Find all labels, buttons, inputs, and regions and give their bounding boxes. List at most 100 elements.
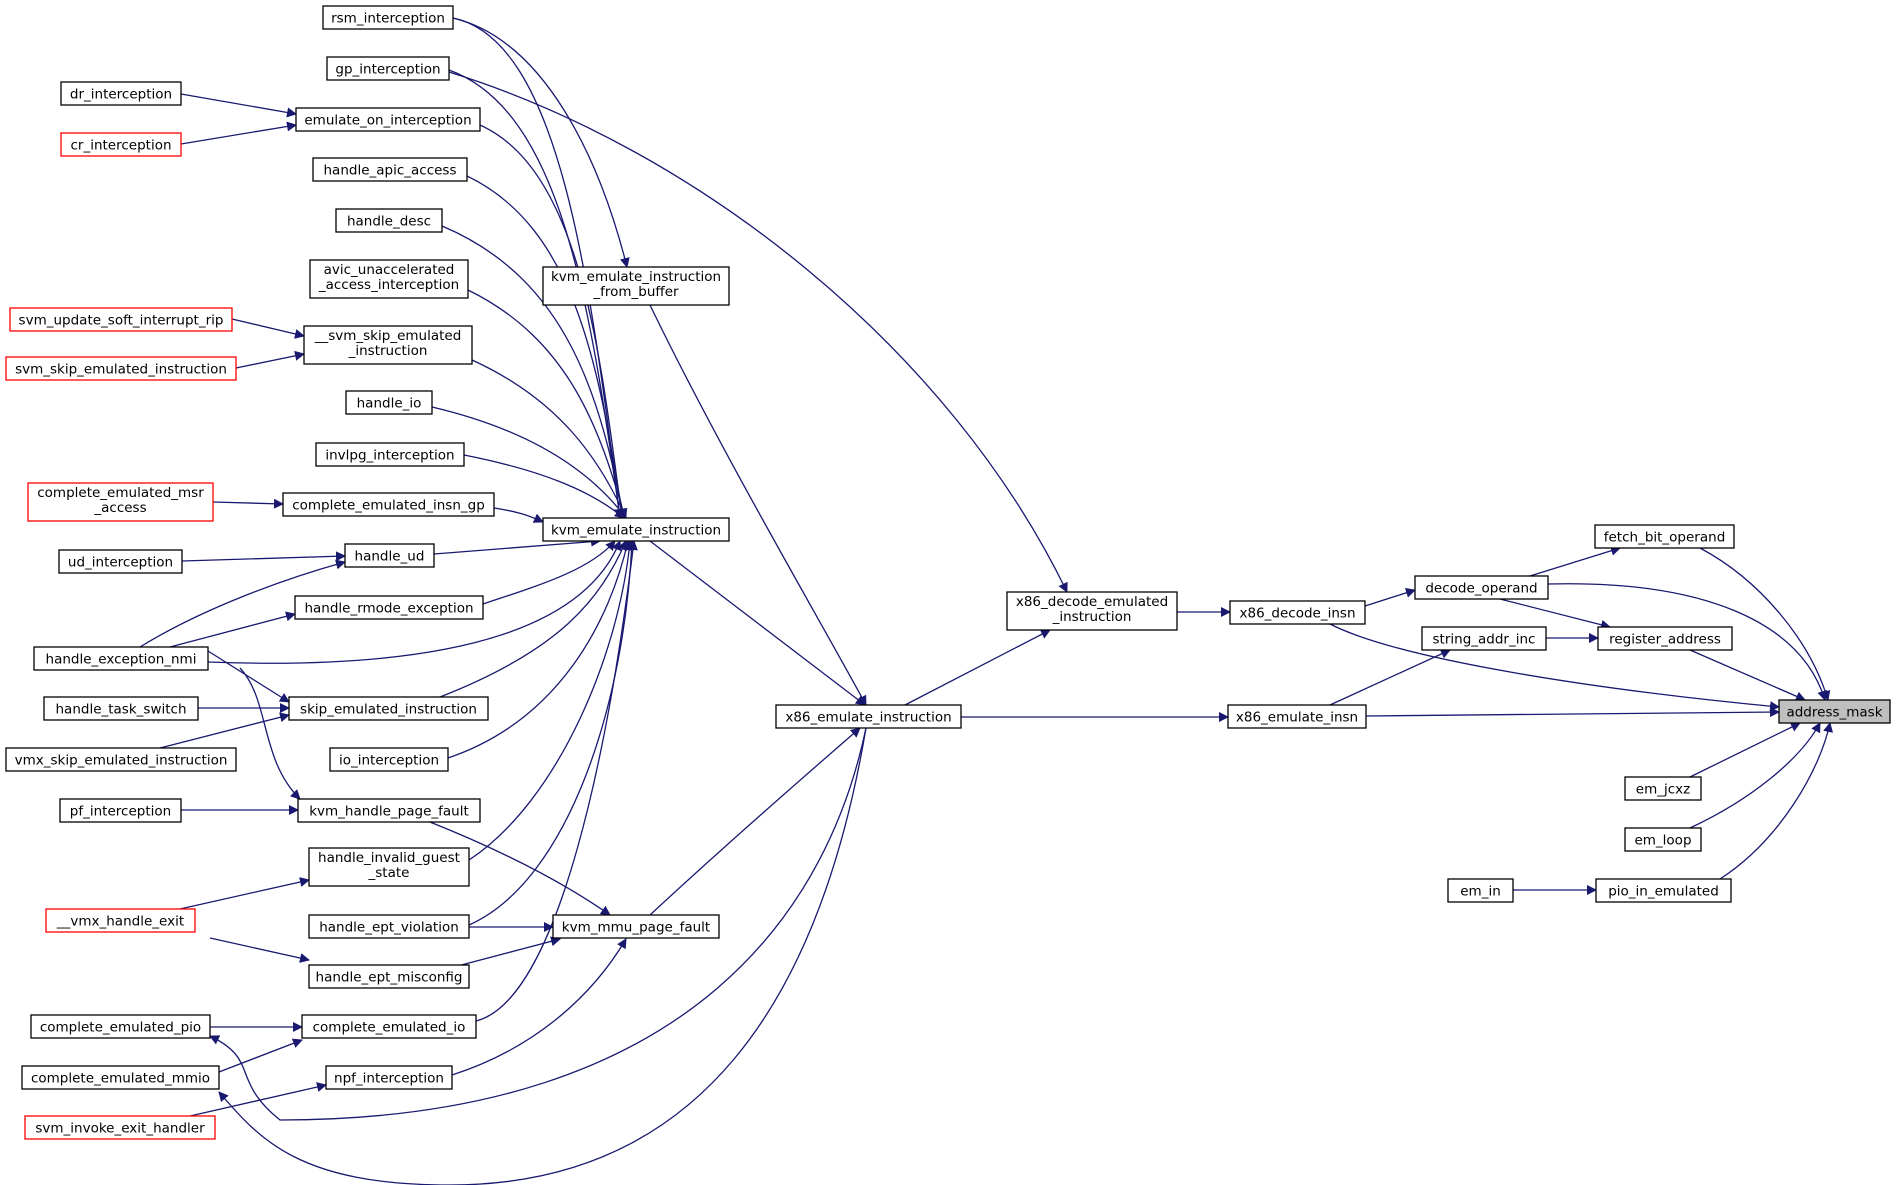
node-box bbox=[282, 492, 495, 517]
node-label: complete_emulated_pio bbox=[40, 1020, 201, 1036]
node-kei[interactable]: kvm_emulate_instruction bbox=[542, 517, 730, 542]
node-box bbox=[30, 1014, 211, 1039]
node-hem[interactable]: handle_ept_misconfig bbox=[308, 964, 470, 989]
node-pf[interactable]: pf_interception bbox=[59, 798, 182, 823]
node-label: em_jcxz bbox=[1636, 782, 1690, 798]
node-label: _instruction bbox=[348, 343, 428, 359]
node-box bbox=[288, 696, 489, 721]
node-higs[interactable]: handle_invalid_guest_state bbox=[308, 847, 470, 887]
node-sei[interactable]: skip_emulated_instruction bbox=[288, 696, 489, 721]
node-label: _access_interception bbox=[318, 277, 459, 293]
node-label: x86_emulate_insn bbox=[1236, 710, 1358, 726]
edge-loop-am bbox=[1689, 722, 1821, 829]
node-jcxz[interactable]: em_jcxz bbox=[1624, 776, 1702, 801]
node-apic[interactable]: handle_apic_access bbox=[312, 157, 468, 182]
edge-hev-kei bbox=[468, 540, 637, 926]
node-label: handle_ept_misconfig bbox=[316, 970, 463, 986]
node-box bbox=[308, 914, 470, 939]
node-label: handle_ud bbox=[355, 549, 425, 565]
node-dr[interactable]: dr_interception bbox=[60, 81, 182, 106]
node-loop[interactable]: em_loop bbox=[1624, 827, 1702, 852]
node-hev[interactable]: handle_ept_violation bbox=[308, 914, 470, 939]
edge-invlpg-kei bbox=[463, 454, 625, 519]
node-box bbox=[59, 798, 182, 823]
node-label: _access bbox=[93, 500, 146, 516]
edge-kvmbuf-x86ei bbox=[649, 304, 867, 706]
node-box bbox=[5, 356, 237, 381]
edge-hen-hud bbox=[139, 559, 346, 648]
node-label: handle_desc bbox=[347, 214, 431, 230]
node-box bbox=[542, 266, 730, 306]
node-io-int[interactable]: io_interception bbox=[329, 747, 449, 772]
node-khpf[interactable]: kvm_handle_page_fault bbox=[297, 798, 481, 823]
node-label: handle_apic_access bbox=[323, 163, 456, 179]
node-cem-msr[interactable]: complete_emulated_msr_access bbox=[27, 482, 214, 522]
node-label: pf_interception bbox=[70, 804, 171, 820]
node-label: __svm_skip_emulated bbox=[314, 328, 462, 344]
node-svm-skip-em[interactable]: __svm_skip_emulated_instruction bbox=[303, 325, 473, 365]
node-vmx-exit[interactable]: __vmx_handle_exit bbox=[45, 908, 196, 933]
edge-sei-kei bbox=[439, 540, 627, 698]
node-x86-di[interactable]: x86_decode_insn bbox=[1229, 600, 1366, 625]
node-box bbox=[294, 595, 484, 620]
node-box bbox=[1421, 626, 1547, 651]
edge-higs-kei bbox=[468, 540, 635, 861]
node-sai[interactable]: string_addr_inc bbox=[1421, 626, 1547, 651]
node-kvm-buf[interactable]: kvm_emulate_instruction_from_buffer bbox=[542, 266, 730, 306]
node-ceio[interactable]: complete_emulated_io bbox=[301, 1014, 477, 1039]
node-invlpg[interactable]: invlpg_interception bbox=[315, 442, 465, 467]
node-cemmio[interactable]: complete_emulated_mmio bbox=[21, 1065, 220, 1090]
node-box bbox=[301, 1014, 477, 1039]
node-hts[interactable]: handle_task_switch bbox=[43, 696, 199, 721]
edge-vmxexit-higs bbox=[179, 877, 310, 910]
node-kmpf[interactable]: kvm_mmu_page_fault bbox=[552, 914, 720, 939]
node-label: skip_emulated_instruction bbox=[300, 702, 477, 718]
node-soft-rip[interactable]: svm_update_soft_interrupt_rip bbox=[9, 307, 233, 332]
node-hen[interactable]: handle_exception_nmi bbox=[33, 646, 209, 671]
node-dop[interactable]: decode_operand bbox=[1414, 575, 1549, 600]
node-cei-gp[interactable]: complete_emulated_insn_gp bbox=[282, 492, 495, 517]
node-emin[interactable]: em_in bbox=[1447, 878, 1514, 903]
node-box bbox=[60, 132, 182, 157]
node-label: handle_io bbox=[357, 396, 422, 412]
edge-vmxexit-hem bbox=[209, 937, 310, 963]
node-hio[interactable]: handle_io bbox=[345, 390, 433, 415]
edge-cemmio-ceio bbox=[218, 1038, 303, 1073]
node-rmode[interactable]: handle_rmode_exception bbox=[294, 595, 484, 620]
node-cr[interactable]: cr_interception bbox=[60, 132, 182, 157]
node-label: vmx_skip_emulated_instruction bbox=[15, 753, 228, 769]
edge-gp-x86dei bbox=[448, 71, 1068, 593]
node-desc[interactable]: handle_desc bbox=[335, 208, 443, 233]
node-hud[interactable]: handle_ud bbox=[344, 543, 435, 568]
nodes-layer: rsm_interception gp_interception dr_interc… bbox=[5, 5, 1891, 1140]
node-box bbox=[297, 798, 481, 823]
node-sieh[interactable]: svm_invoke_exit_handler bbox=[24, 1115, 216, 1140]
node-reg[interactable]: register_address bbox=[1597, 626, 1733, 651]
node-pie[interactable]: pio_in_emulated bbox=[1595, 878, 1732, 903]
node-label: gp_interception bbox=[335, 62, 440, 78]
node-vmx-skip[interactable]: vmx_skip_emulated_instruction bbox=[5, 747, 237, 772]
node-rsm[interactable]: rsm_interception bbox=[322, 5, 454, 30]
node-box bbox=[1778, 699, 1891, 724]
node-gp[interactable]: gp_interception bbox=[326, 56, 450, 81]
node-x86-ein[interactable]: x86_emulate_insn bbox=[1227, 704, 1367, 729]
node-x86-dei[interactable]: x86_decode_emulated_instruction bbox=[1006, 591, 1178, 631]
node-label: x86_decode_emulated bbox=[1016, 594, 1168, 610]
node-x86-ei[interactable]: x86_emulate_instruction bbox=[775, 704, 962, 729]
node-avic[interactable]: avic_unaccelerated_access_interception bbox=[309, 259, 469, 299]
node-am[interactable]: address_mask bbox=[1778, 699, 1891, 724]
node-npf[interactable]: npf_interception bbox=[325, 1065, 453, 1090]
node-fbo[interactable]: fetch_bit_operand bbox=[1594, 524, 1735, 549]
node-svm-skip[interactable]: svm_skip_emulated_instruction bbox=[5, 356, 237, 381]
edge-rsm-kvmbuf bbox=[452, 17, 630, 268]
node-emul-int[interactable]: emulate_on_interception bbox=[295, 107, 481, 132]
node-label: rsm_interception bbox=[331, 11, 445, 27]
edge-x86di-dop bbox=[1364, 587, 1416, 607]
edge-khpf-kmpf bbox=[429, 821, 611, 916]
node-ud-int[interactable]: ud_interception bbox=[58, 549, 183, 574]
edge-x86ein-am bbox=[1365, 707, 1780, 718]
node-box bbox=[322, 5, 454, 30]
node-cepio[interactable]: complete_emulated_pio bbox=[30, 1014, 211, 1039]
node-label: string_addr_inc bbox=[1433, 632, 1536, 648]
node-box bbox=[1624, 776, 1702, 801]
